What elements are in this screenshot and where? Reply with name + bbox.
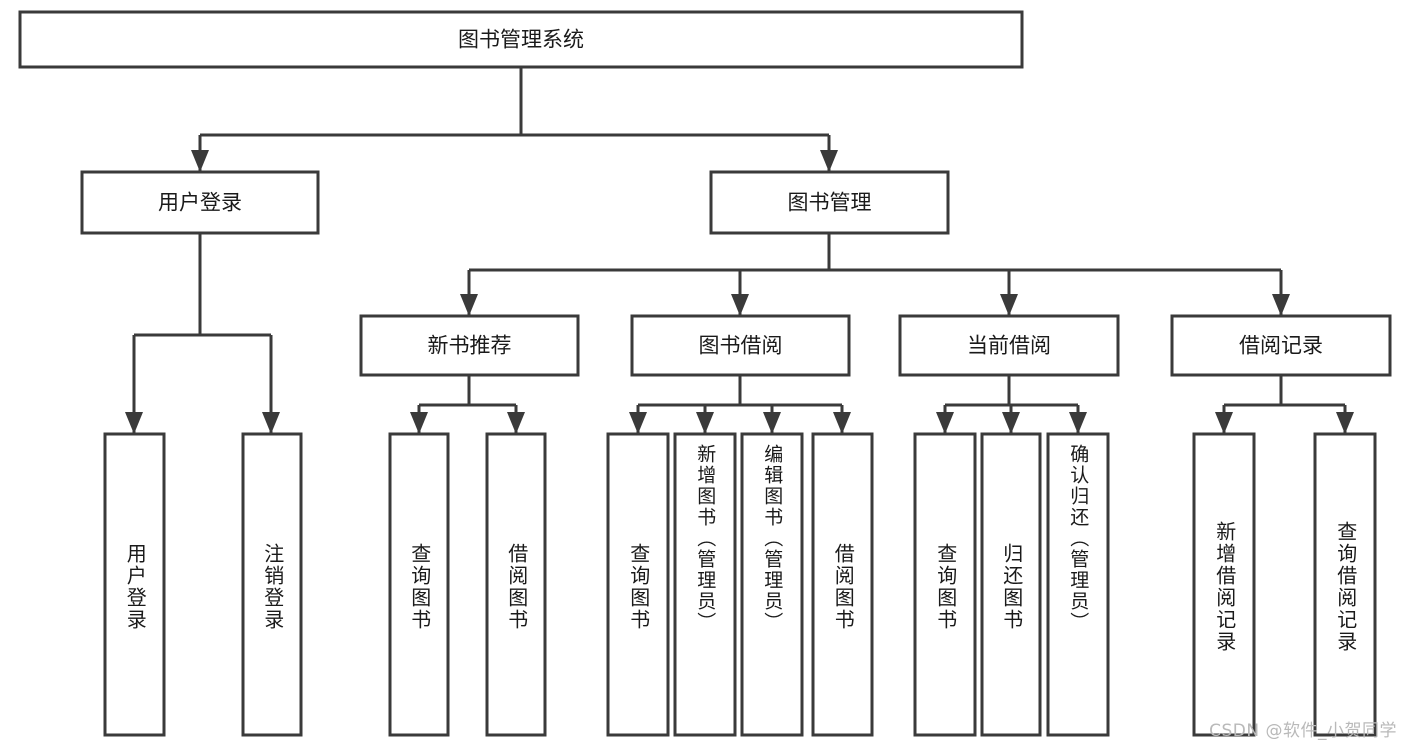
arrow-head-icon — [507, 412, 525, 434]
connector-layer — [125, 67, 1354, 434]
node-root[interactable] — [18, 10, 1024, 69]
arrow-head-icon — [1000, 294, 1018, 316]
arrow-head-icon — [936, 412, 954, 434]
node-new-book-rec-label: 新书推荐 — [428, 334, 512, 358]
arrow-head-icon — [1215, 412, 1233, 434]
node-book-borrow-label: 图书借阅 — [699, 334, 783, 358]
node-leaf-confirm-return[interactable] — [1046, 432, 1110, 737]
node-leaf-query-record[interactable] — [1313, 432, 1377, 737]
node-leaf-edit-book[interactable] — [740, 432, 804, 737]
node-leaf-add-record[interactable] — [1192, 432, 1256, 737]
node-user-login-label: 用户登录 — [158, 191, 242, 215]
node-user-login[interactable] — [80, 170, 320, 235]
arrow-head-icon — [629, 412, 647, 434]
node-leaf-add-book[interactable] — [673, 432, 737, 737]
node-current-borrow-label: 当前借阅 — [967, 334, 1051, 358]
node-root-label: 图书管理系统 — [458, 28, 584, 52]
node-box-layer — [18, 10, 1392, 737]
arrow-head-icon — [833, 412, 851, 434]
arrow-head-icon — [1002, 412, 1020, 434]
node-borrow-record-label: 借阅记录 — [1239, 334, 1323, 358]
arrow-head-icon — [191, 150, 209, 172]
node-leaf-user-login[interactable] — [103, 432, 166, 737]
node-book-borrow[interactable] — [630, 314, 851, 377]
arrow-head-icon — [262, 412, 280, 434]
node-leaf-logout[interactable] — [241, 432, 303, 737]
node-borrow-record[interactable] — [1170, 314, 1392, 377]
node-current-borrow[interactable] — [898, 314, 1120, 377]
node-leaf-return-book[interactable] — [980, 432, 1042, 737]
node-leaf-query-book-1[interactable] — [388, 432, 450, 737]
arrow-head-icon — [696, 412, 714, 434]
node-leaf-borrow-book-1[interactable] — [485, 432, 547, 737]
arrow-head-icon — [763, 412, 781, 434]
arrow-head-icon — [820, 150, 838, 172]
arrow-head-icon — [731, 294, 749, 316]
arrow-head-icon — [1069, 412, 1087, 434]
node-new-book-rec[interactable] — [359, 314, 580, 377]
arrow-head-icon — [125, 412, 143, 434]
arrow-head-icon — [460, 294, 478, 316]
node-book-manage[interactable] — [709, 170, 950, 235]
watermark: CSDN @软件_小贺同学 — [1209, 721, 1397, 741]
node-book-manage-label: 图书管理 — [788, 191, 872, 215]
arrow-head-icon — [410, 412, 428, 434]
node-leaf-query-book-3[interactable] — [913, 432, 977, 737]
arrow-head-icon — [1272, 294, 1290, 316]
arrow-head-icon — [1336, 412, 1354, 434]
node-leaf-query-book-2[interactable] — [606, 432, 670, 737]
node-leaf-borrow-book-2[interactable] — [811, 432, 874, 737]
